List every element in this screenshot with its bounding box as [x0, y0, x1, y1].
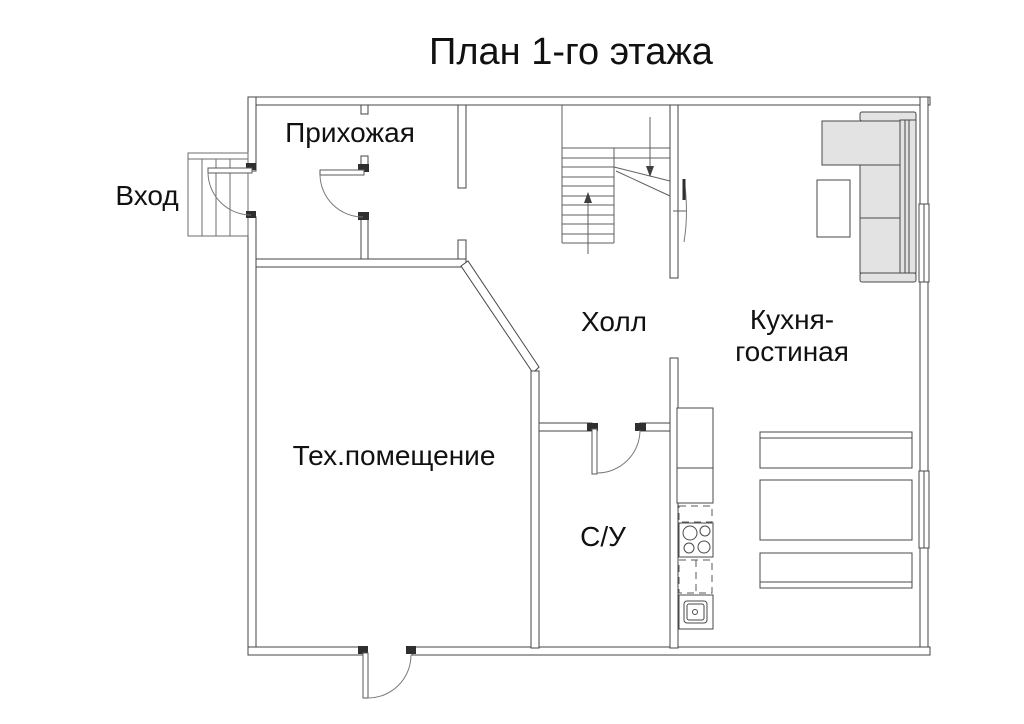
counter-table-3: [759, 552, 913, 589]
stair-up-arrow-icon: [584, 192, 592, 254]
porch-outline: [187, 152, 249, 237]
entry-hall-bottom-wall: [255, 258, 467, 268]
outer-wall-left-upper: [247, 96, 257, 172]
staircase: [561, 105, 671, 254]
outer-wall-top: [247, 96, 931, 106]
entry-hall-right-wall: [457, 104, 467, 189]
sofa-backrest: [899, 119, 917, 274]
outer-wall-right: [919, 96, 929, 656]
entry-divider-lower: [360, 216, 369, 261]
label-entry-hall: Прихожая: [285, 117, 415, 148]
entry-hall-door: [319, 164, 369, 220]
under-counter-appliances-outline: [678, 559, 713, 594]
outer-wall-left-lower: [247, 216, 257, 656]
label-kitchen-line1: Кухня-: [750, 304, 834, 335]
counter-cabinet: [676, 467, 714, 504]
door-hinge: [587, 423, 598, 431]
bathroom-door: [587, 423, 646, 475]
door-hinge: [358, 212, 369, 220]
entry-hall-door-leaf: [319, 169, 365, 176]
counter-table-1: [759, 431, 913, 469]
tech-room-diagonal-wall: [460, 260, 540, 374]
kitchen-counters-right: [759, 431, 913, 589]
door-hinge: [358, 164, 369, 172]
outer-wall-bottom-left: [247, 646, 364, 656]
sofa-seat-1: [859, 164, 901, 219]
bathroom-door-leaf: [591, 428, 598, 475]
counter-table-2: [759, 479, 913, 541]
kitchen-sink: [678, 594, 714, 630]
door-hinge: [246, 163, 256, 170]
entrance-door-swing-arc: [207, 172, 252, 216]
corner-sofa: [821, 111, 917, 283]
entry-divider-stub-top: [360, 104, 369, 115]
wall-radiator: [673, 178, 687, 243]
window-right-lower: [918, 470, 930, 549]
label-hall: Холл: [581, 306, 647, 337]
window-right-upper: [918, 203, 930, 283]
built-in-appliance-outline: [678, 505, 713, 523]
sofa-seat-2: [859, 217, 901, 274]
stair-treads-winder-flight: [613, 147, 671, 197]
tech-room-exterior-door: [358, 646, 416, 699]
walls: [247, 96, 931, 656]
door-hinge: [406, 646, 416, 654]
labels: План 1-го этажа Вход Прихожая Холл Кухня…: [115, 31, 849, 552]
door-hinge: [635, 423, 646, 431]
doors: [207, 163, 646, 699]
entry-hall-door-swing-arc: [319, 174, 364, 218]
entrance-porch: [187, 152, 249, 237]
kitchen-wall-upper: [669, 104, 679, 279]
tech-door-leaf: [362, 652, 369, 699]
bathroom-top-wall-left: [538, 422, 593, 432]
door-hinge: [246, 211, 256, 218]
stair-down-arrow-icon: [646, 117, 654, 177]
label-kitchen-line2: гостиная: [735, 336, 849, 367]
label-tech-room: Тех.помещение: [293, 440, 496, 471]
sofa-armrest-bottom: [859, 272, 917, 283]
cooktop: [678, 522, 714, 558]
entry-hall-right-wall-stub: [457, 239, 467, 261]
entrance-door-leaf: [207, 167, 253, 174]
label-entrance: Вход: [115, 180, 178, 211]
counter-cabinet-tall: [676, 407, 714, 469]
label-bathroom: С/У: [580, 521, 626, 552]
kitchen-counter: [676, 407, 714, 630]
plan-title: План 1-го этажа: [429, 31, 714, 73]
door-hinge: [358, 646, 368, 654]
sofa-chaise-section: [821, 120, 901, 166]
coffee-table: [816, 179, 851, 238]
tech-door-swing-arc: [367, 654, 412, 699]
entrance-door: [207, 163, 256, 218]
bathroom-door-swing-arc: [596, 429, 641, 474]
tech-bathroom-wall: [530, 370, 540, 649]
